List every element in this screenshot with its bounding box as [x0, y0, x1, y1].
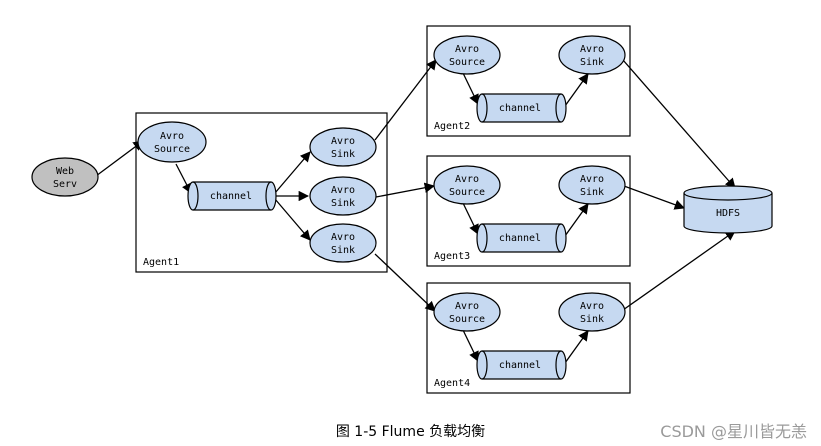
arrow-sink1-to-agent2-source — [374, 59, 437, 141]
svg-text:Sink: Sink — [580, 57, 604, 68]
agent2-channel-node: channel — [476, 93, 567, 123]
svg-text:channel: channel — [499, 233, 541, 244]
arrow-agent2-channel-to-sink — [564, 73, 589, 107]
agent3-label: Agent3 — [434, 251, 470, 262]
arrow-sink3-to-agent4-source — [374, 253, 436, 312]
agent1-source-line1: Avro — [160, 131, 184, 142]
hdfs-label: HDFS — [716, 208, 740, 219]
agent3-source-node: Avro Source — [433, 165, 501, 205]
flow-arrows — [95, 59, 736, 364]
agent1-sink1-node: Avro Sink — [309, 127, 377, 167]
agent2-source-node: Avro Source — [433, 35, 501, 75]
agent1-channel-node: channel — [187, 181, 277, 211]
agent1-sink3-node: Avro Sink — [309, 223, 377, 263]
svg-text:Avro: Avro — [455, 174, 479, 185]
svg-text:Avro: Avro — [580, 174, 604, 185]
web-server-label-line1: Web — [56, 166, 74, 177]
svg-text:Source: Source — [449, 57, 485, 68]
agent4-sink-node: Avro Sink — [558, 292, 626, 332]
agent1-box — [135, 112, 388, 273]
svg-text:Sink: Sink — [331, 198, 355, 209]
arrow-agent4-channel-to-sink — [564, 330, 589, 364]
agent3-channel-node: channel — [476, 223, 567, 253]
agent1-sink2-node: Avro Sink — [309, 176, 377, 216]
arrow-agent3-channel-to-sink — [564, 203, 589, 237]
svg-text:Sink: Sink — [580, 314, 604, 325]
arrow-agent2-sink-to-hdfs — [622, 59, 736, 189]
svg-text:Sink: Sink — [331, 149, 355, 160]
svg-text:Avro: Avro — [455, 301, 479, 312]
agent1-channel-label: channel — [210, 191, 252, 202]
watermark: CSDN @星川皆无恙 — [660, 422, 807, 441]
arrow-sink2-to-agent3-source — [375, 182, 436, 198]
agent4-channel-node: channel — [476, 350, 567, 380]
arrow-agent2-source-to-channel — [462, 72, 479, 105]
svg-text:Source: Source — [449, 314, 485, 325]
agent1-source-node: Avro Source — [137, 121, 207, 163]
svg-text:Avro: Avro — [331, 185, 355, 196]
arrow-agent1-channel-to-sink3 — [274, 198, 311, 241]
web-server-label-line2: Serv — [53, 179, 77, 190]
arrow-agent4-source-to-channel — [462, 329, 479, 362]
agent1-source-line2: Source — [154, 144, 190, 155]
agent4-source-node: Avro Source — [433, 292, 501, 332]
svg-text:Source: Source — [449, 187, 485, 198]
arrow-agent1-channel-to-sink1 — [274, 151, 311, 194]
agent3-box — [426, 155, 631, 267]
web-server-node: Web Serv — [31, 157, 99, 197]
svg-text:Avro: Avro — [580, 301, 604, 312]
svg-text:channel: channel — [499, 103, 541, 114]
arrow-agent3-source-to-channel — [462, 202, 479, 235]
svg-text:channel: channel — [499, 360, 541, 371]
agent1-label: Agent1 — [143, 257, 179, 268]
arrow-agent3-sink-to-hdfs — [623, 185, 685, 210]
hdfs-storage-node: HDFS — [683, 185, 773, 234]
agent2-sink-node: Avro Sink — [558, 35, 626, 75]
svg-text:Avro: Avro — [331, 136, 355, 147]
svg-text:Avro: Avro — [455, 44, 479, 55]
svg-text:Avro: Avro — [331, 232, 355, 243]
agent2-box — [426, 25, 631, 137]
agent2-label: Agent2 — [434, 121, 470, 132]
svg-text:Sink: Sink — [331, 245, 355, 256]
figure-caption: 图 1-5 Flume 负载均衡 — [335, 424, 486, 440]
agent4-label: Agent4 — [434, 378, 470, 389]
arrow-web-to-agent1-source — [95, 140, 144, 177]
svg-text:Avro: Avro — [580, 44, 604, 55]
svg-text:Sink: Sink — [580, 187, 604, 198]
arrow-agent4-sink-to-hdfs — [622, 230, 736, 311]
agent3-sink-node: Avro Sink — [558, 165, 626, 205]
agent4-box — [426, 282, 631, 394]
